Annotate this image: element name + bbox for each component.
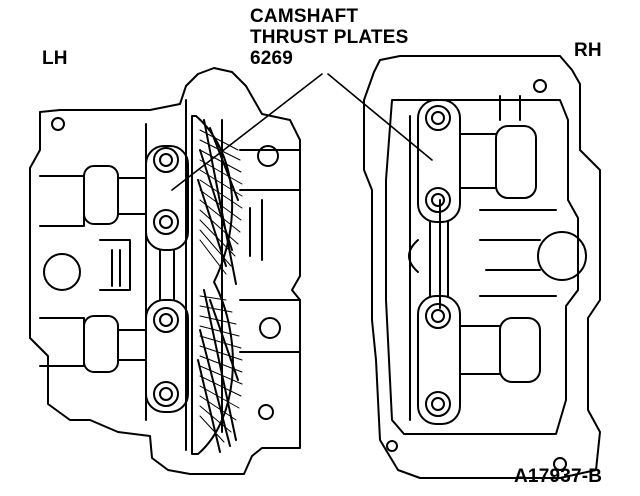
left-hand-label: LH xyxy=(42,48,68,69)
lh-thrust-plate xyxy=(145,145,189,413)
lh-cylinder-head xyxy=(29,67,301,475)
right-hand-label: RH xyxy=(574,40,602,61)
rh-cylinder-head xyxy=(363,55,601,479)
lh-gear-hatching xyxy=(199,129,243,443)
callout-line-1: CAMSHAFT xyxy=(250,6,359,27)
lh-thrust-plate-bolts xyxy=(153,147,179,407)
rh-thrust-plate xyxy=(408,99,461,425)
callout-leader-lines xyxy=(171,73,433,191)
callout-line-2: THRUST PLATES xyxy=(250,27,409,48)
rh-thrust-plate-bolts xyxy=(425,105,451,417)
figure-id: A17937-B xyxy=(514,466,603,487)
callout-label: CAMSHAFT THRUST PLATES 6269 xyxy=(250,6,408,69)
callout-line-3: 6269 xyxy=(250,48,294,69)
